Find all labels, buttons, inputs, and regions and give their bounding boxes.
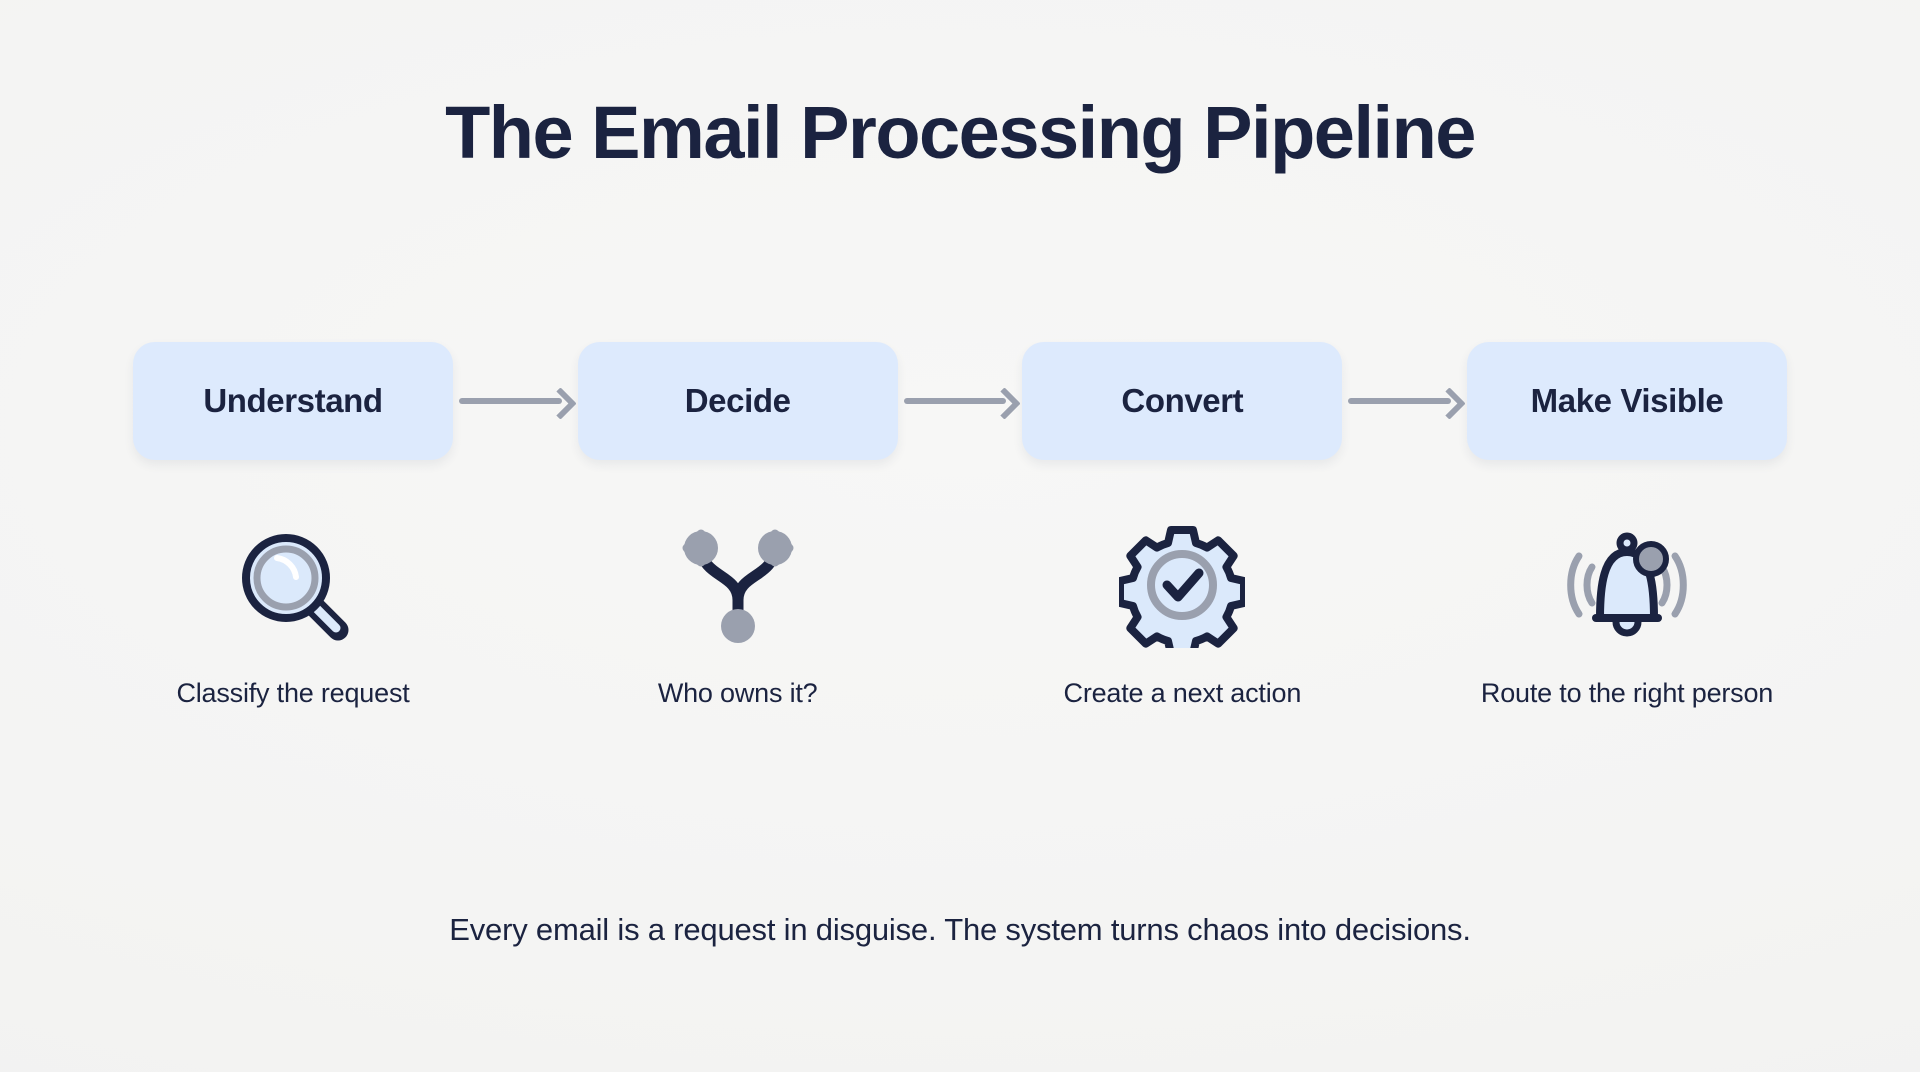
arrow-shaft	[459, 398, 562, 404]
detail-row: Classify the request Who owns it?	[133, 510, 1787, 709]
step-label: Understand	[203, 382, 383, 419]
arrow-head-icon	[1433, 387, 1466, 420]
step-label: Decide	[684, 382, 791, 419]
detail-caption: Create a next action	[1063, 678, 1302, 708]
page-title: The Email Processing Pipeline	[445, 91, 1476, 174]
detail-spacer	[1342, 510, 1467, 709]
arrow-shaft	[903, 398, 1007, 404]
detail-column-make-visible: Route to the right person	[1467, 510, 1787, 709]
gear-check-icon	[1119, 510, 1246, 660]
step-box-understand[interactable]: Understand	[133, 342, 453, 460]
step-label: Convert	[1121, 382, 1244, 419]
detail-column-understand: Classify the request	[133, 510, 453, 709]
arrow-understand-to-decide	[453, 387, 578, 420]
arrow-decide-to-convert	[898, 387, 1023, 420]
detail-caption: Route to the right person	[1480, 678, 1774, 708]
magnifier-icon	[230, 510, 356, 660]
detail-caption: Classify the request	[176, 678, 410, 708]
step-box-decide[interactable]: Decide	[577, 342, 898, 460]
arrow-convert-to-make-visible	[1342, 387, 1467, 420]
arrow-head-icon	[543, 387, 577, 420]
detail-column-decide: Who owns it?	[578, 510, 898, 709]
detail-column-convert: Create a next action	[1022, 510, 1342, 709]
detail-caption: Who owns it?	[657, 678, 818, 708]
decision-fork-icon	[675, 510, 801, 660]
footnote-text: Every email is a request in disguise. Th…	[449, 912, 1471, 947]
step-box-convert[interactable]: Convert	[1022, 342, 1343, 460]
bell-notification-icon	[1559, 510, 1695, 660]
step-label: Make Visible	[1530, 382, 1724, 419]
arrow-shaft	[1348, 398, 1452, 404]
detail-spacer	[453, 510, 578, 709]
step-box-make-visible[interactable]: Make Visible	[1467, 342, 1788, 460]
pipeline-row: Understand Decide Convert Make Visible	[133, 341, 1788, 461]
detail-spacer	[898, 510, 1023, 709]
arrow-head-icon	[988, 387, 1022, 420]
